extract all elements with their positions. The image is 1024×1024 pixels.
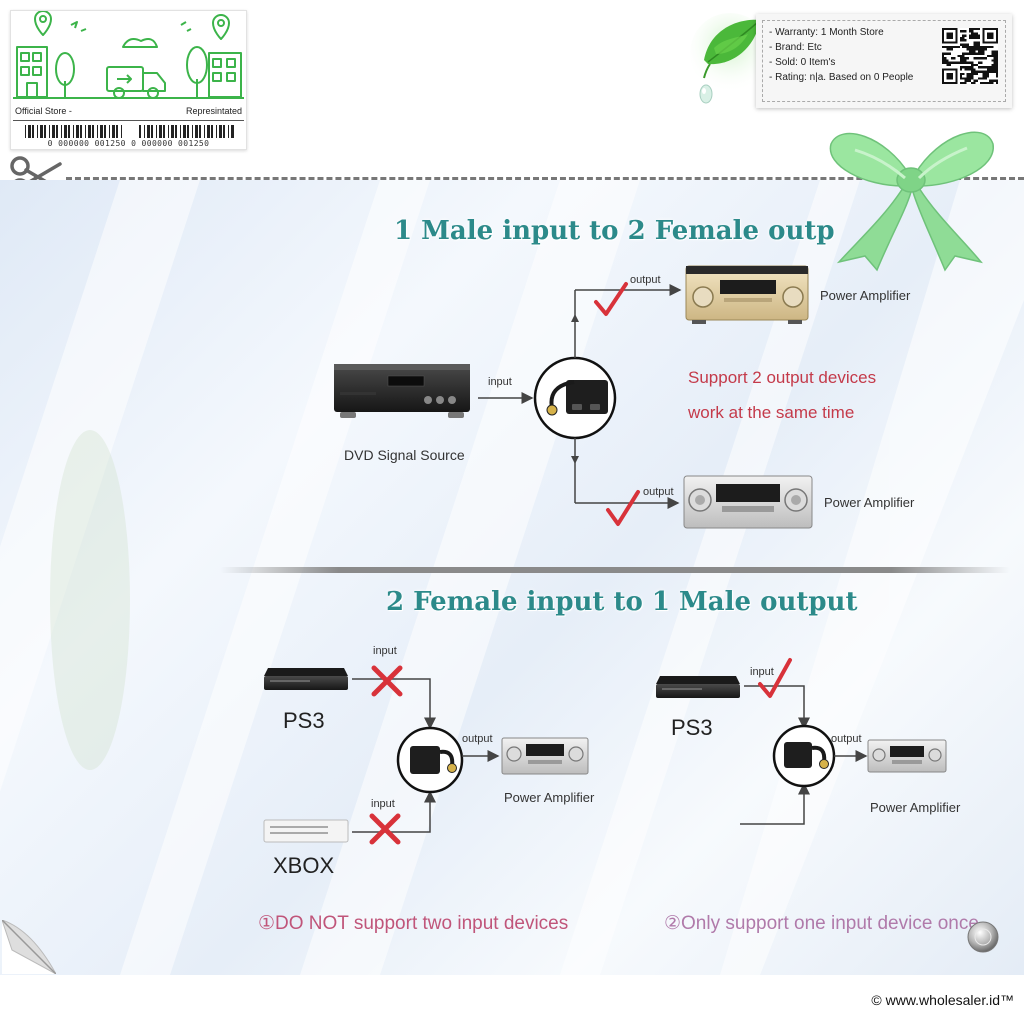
info-dashed-frame: - Warranty: 1 Month Store - Brand: Etc -… (762, 20, 1006, 102)
store-underline (13, 120, 244, 121)
s1-output-label-top: output (630, 274, 661, 286)
metal-button-icon[interactable] (966, 920, 1000, 954)
s2-left-input-label-1: input (373, 645, 397, 657)
power-amplifier-gold-icon (685, 265, 809, 324)
s2-left-amp-label: Power Amplifier (504, 790, 595, 805)
info-brand: - Brand: Etc (769, 42, 822, 53)
s1-input-label: input (488, 376, 512, 388)
s1-amp-label-top: Power Amplifier (820, 288, 911, 303)
s1-amp-label-bottom: Power Amplifier (824, 495, 915, 510)
s2-right-amp-label: Power Amplifier (870, 800, 961, 815)
dvd-player-icon (334, 364, 470, 418)
qr-code-icon[interactable] (942, 28, 998, 84)
ps3-label-right: PS3 (671, 715, 713, 740)
s2-left-input-label-2: input (371, 798, 395, 810)
power-amplifier-silver-icon (683, 475, 813, 529)
section1-title: 1 Male input to 2 Female outp (394, 216, 835, 246)
power-amplifier-icon-right (867, 739, 947, 773)
do-not-support-note: ①DO NOT support two input devices (258, 913, 569, 934)
xbox-console-icon (263, 819, 349, 843)
section-divider (220, 567, 1010, 573)
bow-icon (829, 131, 994, 272)
s2-left-output-label: output (462, 733, 493, 745)
cross-icon (371, 665, 403, 697)
s2-right-input-label: input (750, 666, 774, 678)
check-icon (758, 658, 792, 698)
check-icon (594, 282, 628, 316)
power-amplifier-icon-left (501, 737, 589, 775)
xbox-label: XBOX (273, 853, 335, 878)
splitter-female-icon (533, 356, 617, 440)
only-support-note: ②Only support one input device once (664, 913, 979, 934)
ps3-console-icon (264, 668, 348, 690)
info-warranty: - Warranty: 1 Month Store (769, 27, 884, 38)
leaf-icon (690, 13, 770, 104)
s1-output-label-bottom: output (643, 486, 674, 498)
page-curl-icon (2, 920, 56, 974)
support-note-line2: work at the same time (688, 403, 855, 422)
info-sold: - Sold: 0 Item's (769, 57, 836, 68)
splitter-male-icon-right (772, 724, 836, 788)
info-rating: - Rating: n|a. Based on 0 People (769, 72, 914, 83)
barcode-digits: 0 000000 001250 0 000000 001250 (47, 139, 210, 148)
store-label-right: Represintated (185, 106, 242, 116)
support-note-line1: Support 2 output devices (688, 368, 877, 387)
cross-icon (369, 813, 401, 845)
product-info-card: - Warranty: 1 Month Store - Brand: Etc -… (756, 14, 1012, 108)
splitter-male-icon-left (396, 726, 464, 794)
dvd-source-label: DVD Signal Source (344, 447, 465, 463)
ps3-label-left: PS3 (283, 708, 325, 733)
ps3-console-icon (656, 676, 740, 698)
barcode-icon (25, 125, 234, 138)
store-card: Official Store - Represintated 0 000000 … (10, 10, 247, 150)
check-icon (606, 490, 640, 526)
city-illustration-icon (13, 11, 244, 99)
section2-title: 2 Female input to 1 Male output (386, 587, 858, 617)
store-label-left: Official Store - (15, 106, 72, 116)
connection-diagram (263, 265, 947, 845)
s2-right-output-label: output (831, 733, 862, 745)
copyright-text: © www.wholesaler.id™ (871, 992, 1014, 1008)
cut-line (66, 177, 1024, 180)
